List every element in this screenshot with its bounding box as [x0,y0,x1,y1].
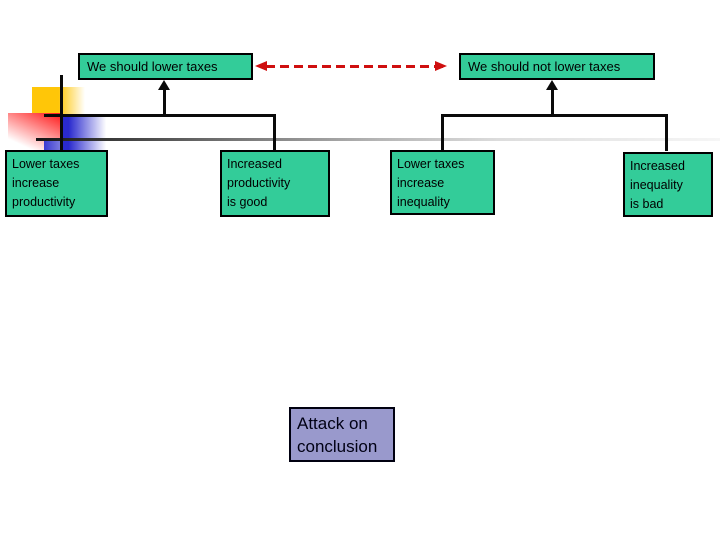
premise-box-inequality-bad[interactable]: Increased inequality is bad [623,152,713,217]
conclusion-box-lower-taxes[interactable]: We should lower taxes [78,53,253,80]
left-bracket-right-leg [273,114,276,151]
attack-arrowhead-left-icon [255,61,267,71]
attack-dashed-line [266,65,446,68]
left-bracket-left-leg [60,114,63,151]
right-bracket-right-leg [665,114,668,151]
decor-blue-square [63,117,110,152]
decor-blue-square-small [44,141,64,152]
decor-horizontal-divider [36,138,720,141]
left-bracket-horizontal [44,114,276,117]
right-support-arrowhead-icon [546,80,558,90]
attack-arrowhead-right-icon [435,61,447,71]
right-support-arrow-stem [551,88,554,116]
left-support-arrowhead-icon [158,80,170,90]
right-bracket-left-leg [441,114,444,151]
premise-box-inequality[interactable]: Lower taxes increase inequality [390,150,495,215]
premise-box-productivity-good[interactable]: Increased productivity is good [220,150,330,217]
left-support-arrow-stem [163,88,166,116]
conclusion-box-not-lower-taxes[interactable]: We should not lower taxes [459,53,655,80]
decor-vertical-line [60,75,63,152]
attack-on-conclusion-label-box[interactable]: Attack on conclusion [289,407,395,462]
right-bracket-horizontal [441,114,668,117]
premise-box-productivity[interactable]: Lower taxes increase productivity [5,150,108,217]
decor-yellow-square [32,87,85,114]
